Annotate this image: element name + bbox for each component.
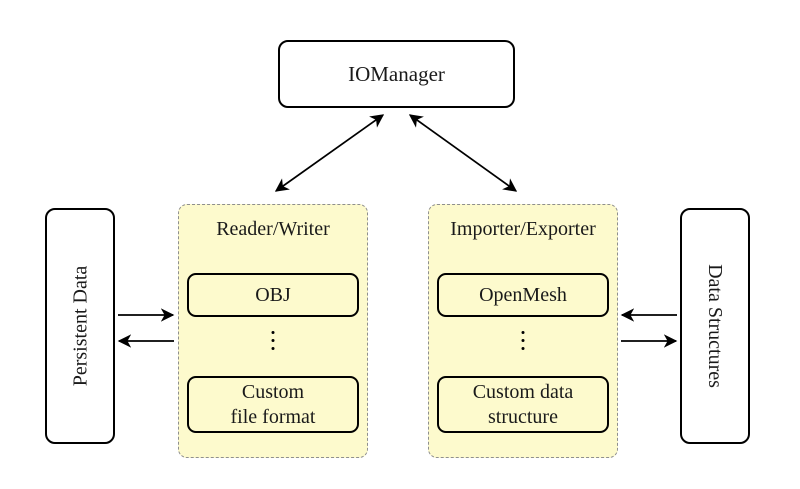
group-reader-writer: Reader/Writer OBJ Custom file format [178, 204, 368, 458]
node-custom-data-structure: Custom data structure [437, 376, 609, 433]
node-data-structures-label: Data Structures [704, 264, 727, 388]
group-reader-writer-title: Reader/Writer [216, 218, 330, 240]
arrow-iomanager-readerwriter [274, 114, 385, 192]
vdots-icon [521, 331, 525, 350]
node-iomanager: IOManager [278, 40, 515, 108]
group-importer-exporter-title: Importer/Exporter [450, 218, 596, 240]
node-persistent-data: Persistent Data [45, 208, 115, 444]
node-custom-file-format: Custom file format [187, 376, 359, 433]
group-importer-exporter: Importer/Exporter OpenMesh Custom data s… [428, 204, 618, 458]
vdots-icon [271, 331, 275, 350]
node-persistent-data-label: Persistent Data [69, 265, 91, 387]
node-data-structures: Data Structures [680, 208, 750, 444]
node-iomanager-label: IOManager [348, 62, 445, 86]
node-obj: OBJ [187, 273, 359, 317]
arrow-iomanager-importerexporter [408, 114, 518, 192]
node-openmesh: OpenMesh [437, 273, 609, 317]
